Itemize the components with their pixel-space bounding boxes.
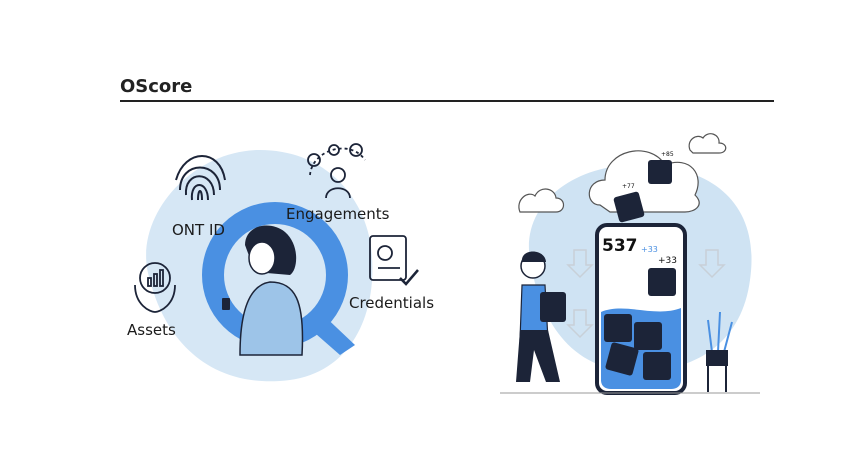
page-title: OScore — [120, 76, 193, 97]
cloud-icon — [688, 133, 727, 154]
engagements-icon — [307, 143, 366, 199]
credentials-icon — [369, 235, 419, 286]
tile-delta: +33 — [658, 256, 677, 266]
label-credentials: Credentials — [349, 294, 435, 312]
score-value: 537 — [602, 236, 638, 256]
cloud-icon — [518, 188, 565, 213]
label-assets: Assets — [127, 321, 176, 339]
down-arrow-icons — [566, 249, 726, 339]
fingerprint-icon — [175, 155, 226, 201]
credential-tiles — [604, 160, 676, 380]
title-divider — [120, 100, 774, 102]
cloud-icon — [588, 150, 700, 213]
plant-icon — [706, 311, 733, 392]
person-with-phone-icon — [222, 225, 304, 356]
label-ont-id: ONT ID — [172, 221, 225, 239]
cloud-tile-delta: +77 — [622, 183, 635, 190]
person-carrying-tile-icon — [516, 251, 566, 382]
score-delta: +33 — [641, 245, 658, 254]
label-engagements: Engagements — [286, 205, 390, 223]
q-logo-tail — [300, 310, 355, 355]
assets-icon — [134, 262, 176, 313]
cloud-tile-delta: +85 — [661, 151, 674, 158]
